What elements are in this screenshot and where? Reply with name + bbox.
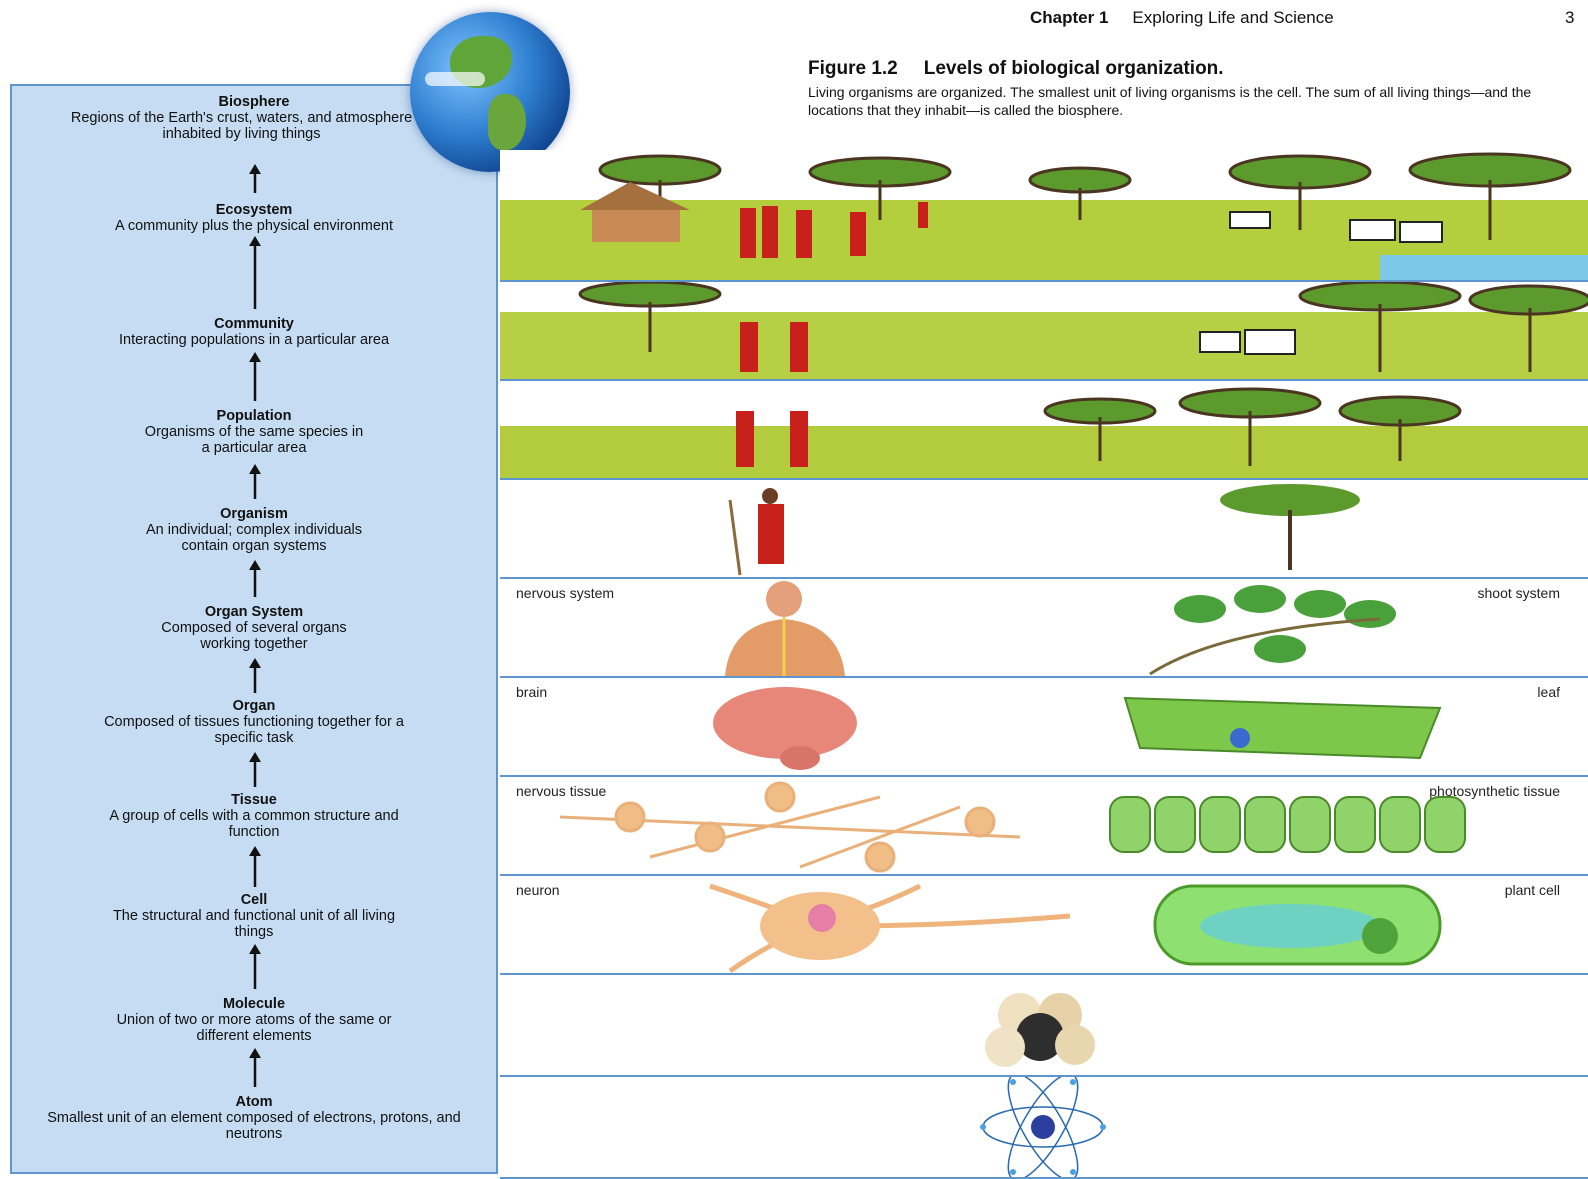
level-name: Organism: [12, 506, 496, 522]
level-description: An individual; complex individuals conta…: [12, 522, 496, 554]
level-atom: Atom Smallest unit of an element compose…: [12, 1094, 496, 1142]
level-description: Interacting populations in a particular …: [12, 332, 496, 348]
level-description: Smallest unit of an element composed of …: [12, 1110, 496, 1142]
arrow-up-icon: [247, 560, 263, 598]
figure-title: Figure 1.2 Levels of biological organizat…: [808, 58, 1568, 80]
arrow-up-icon: [247, 752, 263, 788]
level-name: Community: [12, 316, 496, 332]
arrow-up-icon: [247, 164, 263, 194]
tissue-illustration: nervous tissue photosynthetic tissue: [500, 777, 1588, 876]
level-organ: Organ Composed of tissues functioning to…: [12, 698, 496, 746]
cell-illustration: neuron plant cell: [500, 876, 1588, 975]
level-name: Organ: [12, 698, 496, 714]
level-name: Cell: [12, 892, 496, 908]
figure-heading: Levels of biological organization.: [924, 58, 1224, 79]
level-description: A community plus the physical environmen…: [12, 218, 496, 234]
level-name: Tissue: [12, 792, 496, 808]
level-description: Organisms of the same species in a parti…: [12, 424, 496, 456]
level-ecosystem: Ecosystem A community plus the physical …: [12, 202, 496, 234]
organism-illustration: [500, 480, 1588, 579]
level-community: Community Interacting populations in a p…: [12, 316, 496, 348]
level-molecule: Molecule Union of two or more atoms of t…: [12, 996, 496, 1044]
illustration-rows: nervous system shoot system brain leaf n…: [500, 150, 1588, 1179]
level-organism: Organism An individual; complex individu…: [12, 506, 496, 554]
level-cell: Cell The structural and functional unit …: [12, 892, 496, 940]
level-name: Organ System: [12, 604, 496, 620]
level-tissue: Tissue A group of cells with a common st…: [12, 792, 496, 840]
population-illustration: [500, 381, 1588, 480]
levels-panel: Biosphere Regions of the Earth's crust, …: [10, 84, 498, 1174]
arrow-up-icon: [247, 464, 263, 500]
molecule-illustration: [500, 975, 1588, 1077]
level-population: Population Organisms of the same species…: [12, 408, 496, 456]
figure-caption: Figure 1.2 Levels of biological organizat…: [808, 58, 1568, 119]
level-name: Ecosystem: [12, 202, 496, 218]
level-name: Population: [12, 408, 496, 424]
level-description: Union of two or more atoms of the same o…: [12, 1012, 496, 1044]
level-description: Composed of several organs working toget…: [12, 620, 496, 652]
ecosystem-illustration: [500, 150, 1588, 282]
organ-illustration: brain leaf: [500, 678, 1588, 777]
level-description: A group of cells with a common structure…: [12, 808, 496, 840]
community-illustration: [500, 282, 1588, 381]
arrow-up-icon: [247, 352, 263, 402]
page-number: 3: [1565, 8, 1574, 28]
chapter-title: Exploring Life and Science: [1132, 8, 1333, 27]
figure-description: Living organisms are organized. The smal…: [808, 83, 1568, 119]
atom-illustration: [500, 1077, 1588, 1179]
level-name: Atom: [12, 1094, 496, 1110]
arrow-up-icon: [247, 236, 263, 310]
level-description: The structural and functional unit of al…: [12, 908, 496, 940]
level-name: Molecule: [12, 996, 496, 1012]
arrow-up-icon: [247, 944, 263, 990]
arrow-up-icon: [247, 846, 263, 888]
arrow-up-icon: [247, 658, 263, 694]
figure-number: Figure 1.2: [808, 58, 898, 79]
level-organ-system: Organ System Composed of several organs …: [12, 604, 496, 652]
organ-system-illustration: nervous system shoot system: [500, 579, 1588, 678]
chapter-label: Chapter 1: [1030, 8, 1108, 27]
earth-globe-image: [410, 12, 570, 172]
level-description: Composed of tissues functioning together…: [12, 714, 496, 746]
arrow-up-icon: [247, 1048, 263, 1088]
